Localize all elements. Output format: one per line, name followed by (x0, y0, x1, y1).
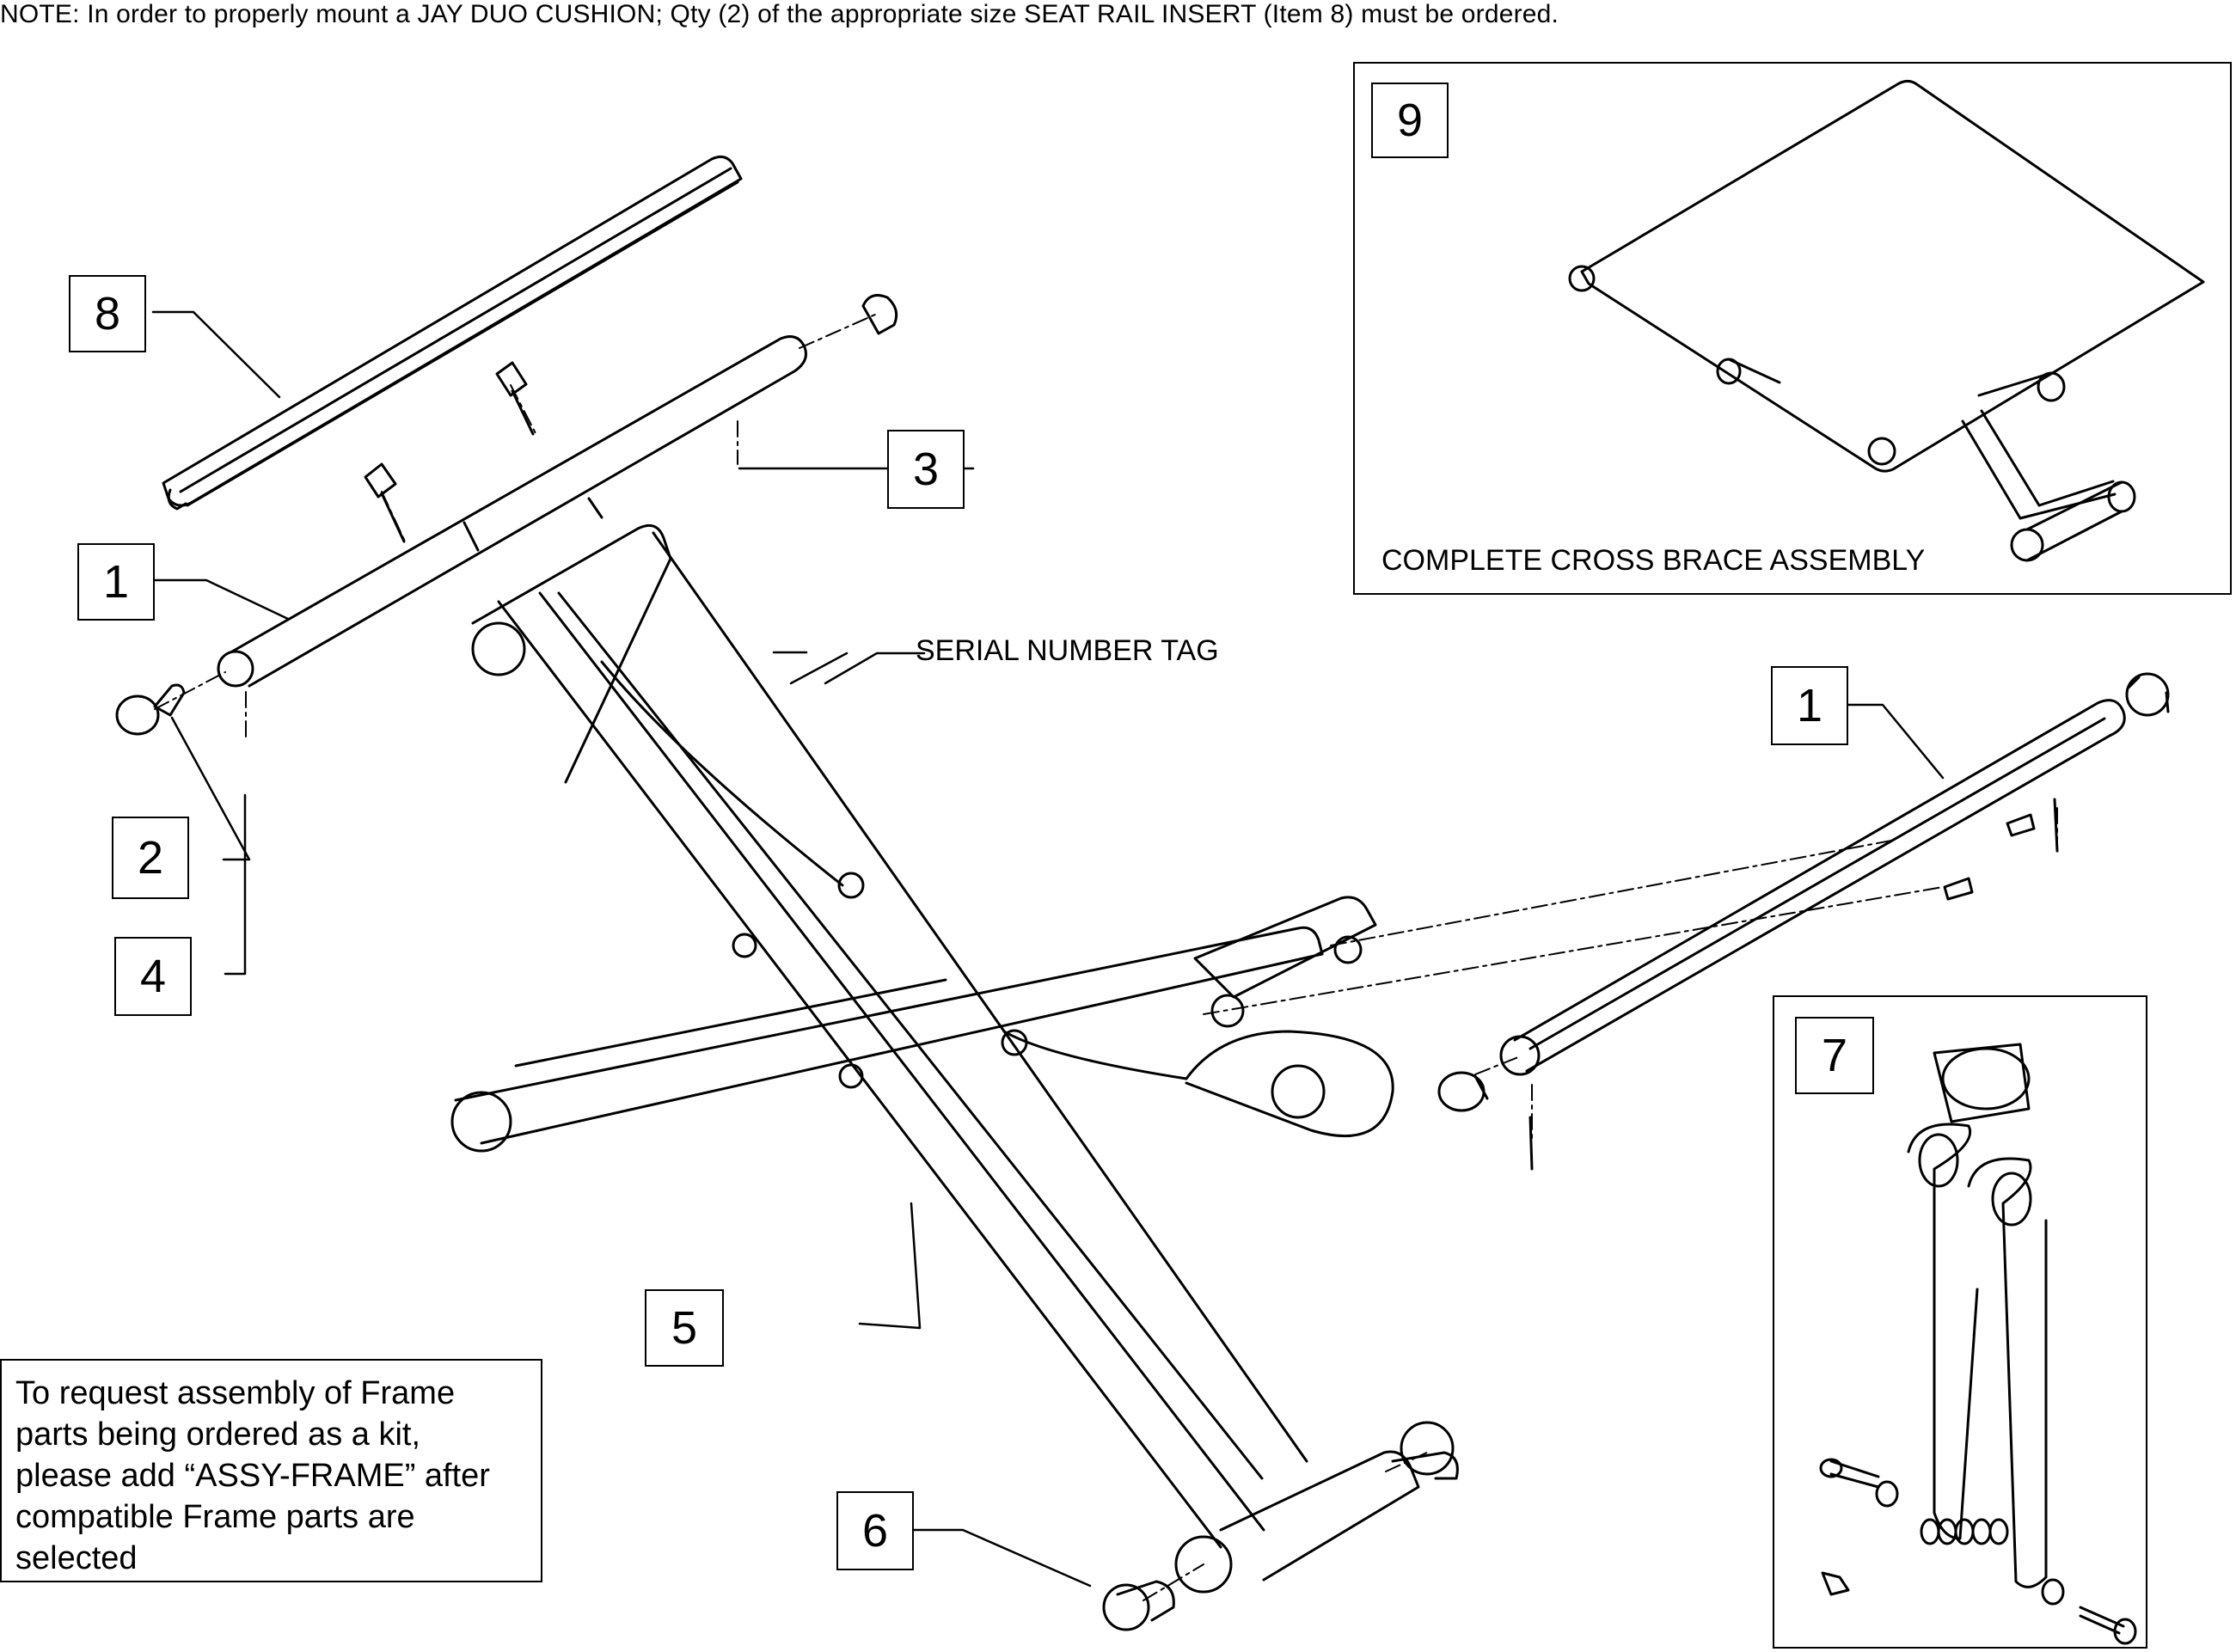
callout-item-8: 8 (69, 275, 146, 352)
callout-item-1-right: 1 (1771, 666, 1848, 745)
serial-number-tag-label: SERIAL NUMBER TAG (916, 634, 1219, 667)
callout-item-6: 6 (836, 1491, 914, 1570)
link-arm-inset-frame (1773, 995, 2147, 1649)
callout-item-9: 9 (1371, 83, 1449, 158)
seat-rail-insert-illustration (162, 155, 743, 511)
assembly-info-text: To request assembly of Frame parts being… (15, 1375, 490, 1576)
callout-item-4: 4 (114, 937, 192, 1016)
callout-item-7: 7 (1795, 1017, 1874, 1094)
seat-rail-tube-left-illustration (115, 294, 898, 736)
cross-brace-label: COMPLETE CROSS BRACE ASSEMBLY (1381, 544, 1926, 577)
callout-item-1-left: 1 (77, 543, 155, 621)
callout-item-3: 3 (887, 430, 965, 509)
callout-item-5: 5 (645, 1289, 724, 1367)
assembly-lines (154, 314, 2058, 1601)
callout-leaders (151, 310, 1945, 1588)
link-arm-kit-illustration (1819, 1043, 2137, 1645)
assembly-info-box: To request assembly of Frame parts being… (0, 1359, 542, 1582)
scissor-frame-illustration (450, 523, 1459, 1631)
callout-item-2: 2 (112, 817, 189, 899)
cross-brace-inset-frame (1353, 62, 2232, 595)
ordering-note: NOTE: In order to properly mount a JAY D… (0, 0, 1559, 28)
cross-brace-assembly-illustration (1568, 79, 2205, 562)
